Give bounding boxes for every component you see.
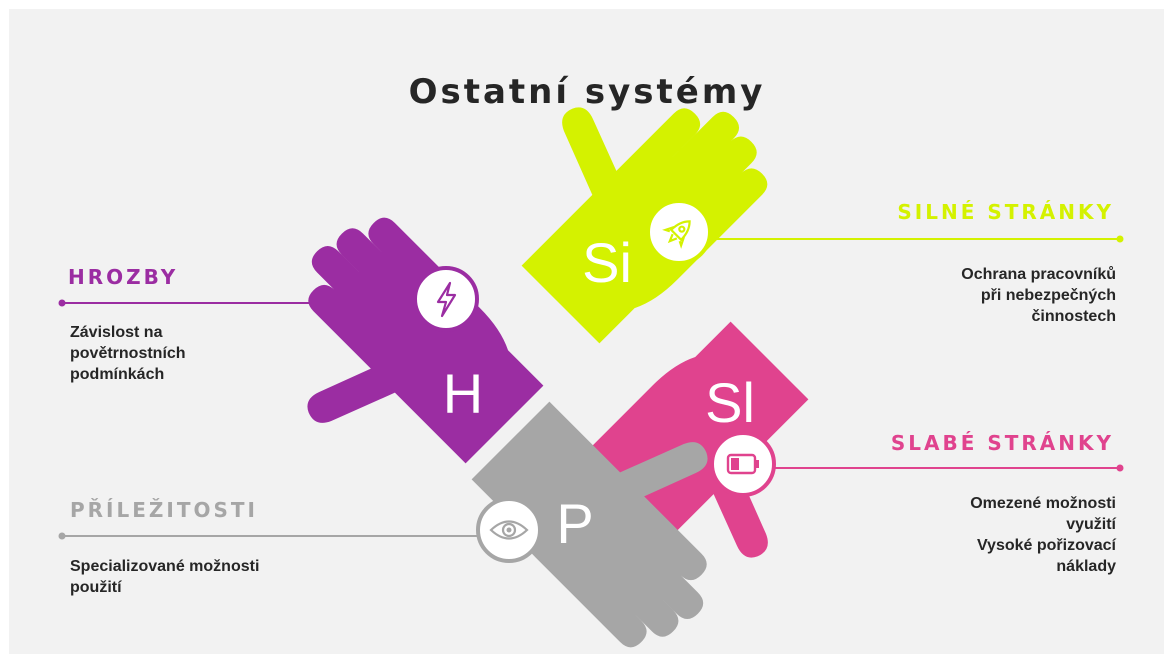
- slabe-letter: Sl: [705, 371, 755, 434]
- hrozby-letter: H: [443, 362, 483, 425]
- slabe-line: Omezené možnosti: [970, 495, 1116, 512]
- hrozby-line: povětrnostních: [70, 345, 186, 362]
- hrozby-line: podmínkách: [70, 366, 165, 383]
- prilezitosti-description: Specializované možnosti použití: [70, 556, 259, 598]
- slabe-line: Vysoké pořizovací: [976, 537, 1116, 554]
- prilezitosti-connector-dot: [58, 532, 66, 540]
- hrozby-description: Závislost na povětrnostních podmínkách: [70, 322, 186, 385]
- slabe-connector-dot: [1116, 464, 1124, 472]
- silne-heading: SILNÉ STRÁNKY: [897, 200, 1114, 224]
- rocket-icon: [646, 199, 712, 265]
- silne-line: činnostech: [1031, 308, 1116, 325]
- silne-letter: Si: [582, 231, 632, 294]
- silne-line: Ochrana pracovníků: [961, 266, 1116, 283]
- prilezitosti-line: Specializované možnosti: [70, 558, 260, 575]
- eye-icon: [476, 497, 542, 563]
- slabe-line: náklady: [1056, 558, 1116, 575]
- hrozby-heading: HROZBY: [68, 265, 179, 289]
- page-title: Ostatní systémy: [408, 72, 766, 112]
- low-battery-icon: [710, 431, 776, 497]
- hrozby-line: Závislost na: [70, 324, 163, 341]
- prilezitosti-letter: P: [556, 492, 593, 555]
- slabe-heading: SLABÉ STRÁNKY: [890, 431, 1114, 455]
- silne-description: Ochrana pracovníků při nebezpečných činn…: [961, 264, 1116, 327]
- slabe-description: Omezené možnosti využití Vysoké pořizova…: [970, 493, 1116, 577]
- hrozby-connector-dot: [58, 299, 66, 307]
- silne-line: při nebezpečných: [980, 287, 1116, 304]
- slabe-line: využití: [1066, 516, 1116, 533]
- prilezitosti-heading: PŘÍLEŽITOSTI: [70, 498, 258, 522]
- lightning-icon: [413, 266, 479, 332]
- prilezitosti-line: použití: [70, 579, 122, 596]
- silne-connector-dot: [1116, 235, 1124, 243]
